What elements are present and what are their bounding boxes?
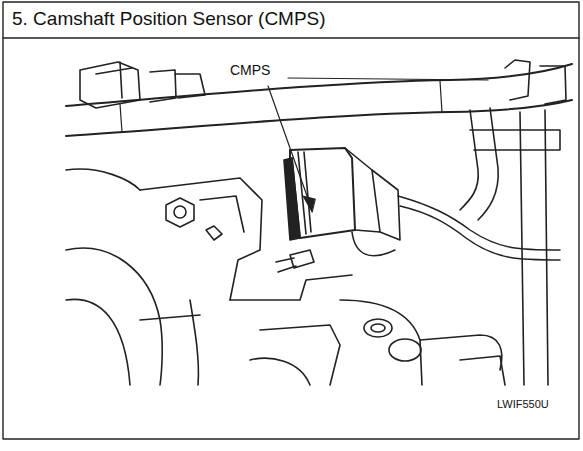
- figure-frame: [3, 2, 579, 439]
- camshaft-position-sensor: [284, 148, 400, 256]
- figure-code: LWIF550U: [497, 398, 549, 410]
- leader-line: [288, 78, 488, 80]
- part-label: CMPS: [228, 63, 272, 78]
- figure-title: 5. Camshaft Position Sensor (CMPS): [12, 9, 326, 30]
